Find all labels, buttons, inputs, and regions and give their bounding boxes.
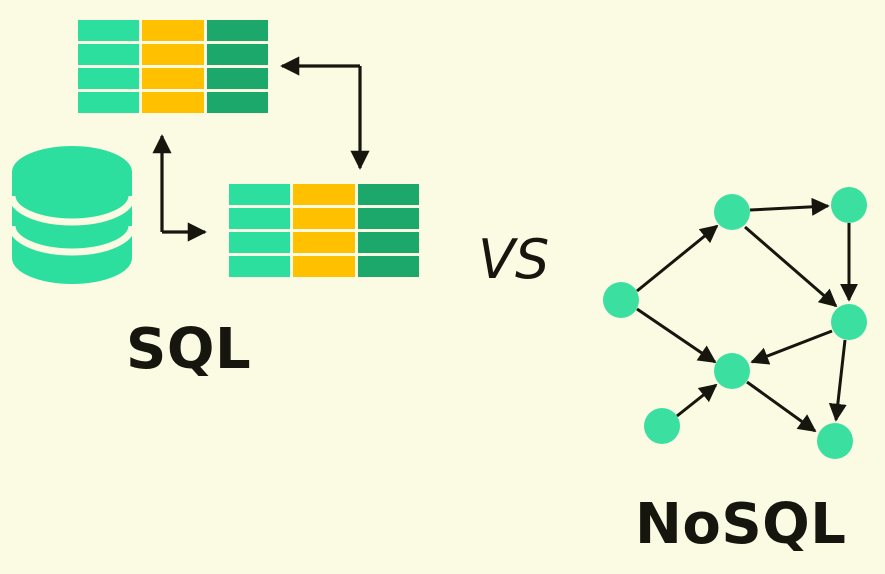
table-cell bbox=[206, 20, 268, 41]
table-cell bbox=[206, 68, 268, 89]
table-cell bbox=[357, 232, 419, 253]
table-cell bbox=[229, 208, 291, 229]
table-cell bbox=[206, 44, 268, 65]
graph-node-top-mid[interactable] bbox=[714, 194, 750, 230]
graph-node-left[interactable] bbox=[603, 282, 639, 318]
versus-label: VS bbox=[478, 228, 550, 291]
graph-edge-n1-n2 bbox=[636, 224, 719, 293]
table-cell bbox=[142, 20, 204, 41]
page-title-sql: SQL bbox=[126, 317, 252, 382]
table-cell bbox=[78, 20, 140, 41]
table-cell bbox=[357, 208, 419, 229]
elbow-arrow-table-to-table bbox=[280, 56, 370, 170]
table-cell bbox=[293, 256, 355, 277]
graph-edge-n5-n7 bbox=[746, 380, 817, 433]
graph-node-right[interactable] bbox=[831, 304, 867, 340]
table-cell bbox=[78, 92, 140, 113]
table-cell bbox=[78, 68, 140, 89]
table-cell bbox=[229, 256, 291, 277]
graph-edge-n6-n5 bbox=[676, 383, 718, 418]
table-cell bbox=[229, 232, 291, 253]
graph-edge-n4-n7 bbox=[828, 339, 847, 422]
graph-edge-n2-n4 bbox=[744, 225, 838, 308]
page-title-nosql: NoSQL bbox=[635, 492, 847, 557]
table-cell bbox=[357, 184, 419, 205]
table-cell bbox=[229, 184, 291, 205]
table-cell bbox=[206, 92, 268, 113]
table-cell bbox=[142, 92, 204, 113]
graph-edge-n4-n5 bbox=[750, 329, 833, 365]
table-cell bbox=[142, 68, 204, 89]
graph-node-center[interactable] bbox=[714, 353, 750, 389]
elbow-arrow-db-to-tables bbox=[152, 134, 207, 242]
database-cylinder-icon bbox=[8, 146, 136, 284]
graph-edge-n2-n3 bbox=[749, 197, 830, 216]
graph-nodes bbox=[603, 187, 867, 459]
table-cell bbox=[293, 184, 355, 205]
table-cell bbox=[357, 256, 419, 277]
graph-edge-n1-n5 bbox=[636, 307, 717, 364]
table-cell bbox=[293, 232, 355, 253]
relational-table-bottom[interactable] bbox=[229, 184, 419, 277]
table-cell bbox=[78, 44, 140, 65]
table-cell bbox=[142, 44, 204, 65]
graph-node-top-right[interactable] bbox=[831, 187, 867, 223]
relational-table-top[interactable] bbox=[78, 20, 268, 113]
table-cell bbox=[293, 208, 355, 229]
graph-edges bbox=[636, 197, 858, 433]
graph-node-bottom-right[interactable] bbox=[817, 423, 853, 459]
graph-node-bottom-left[interactable] bbox=[644, 408, 680, 444]
